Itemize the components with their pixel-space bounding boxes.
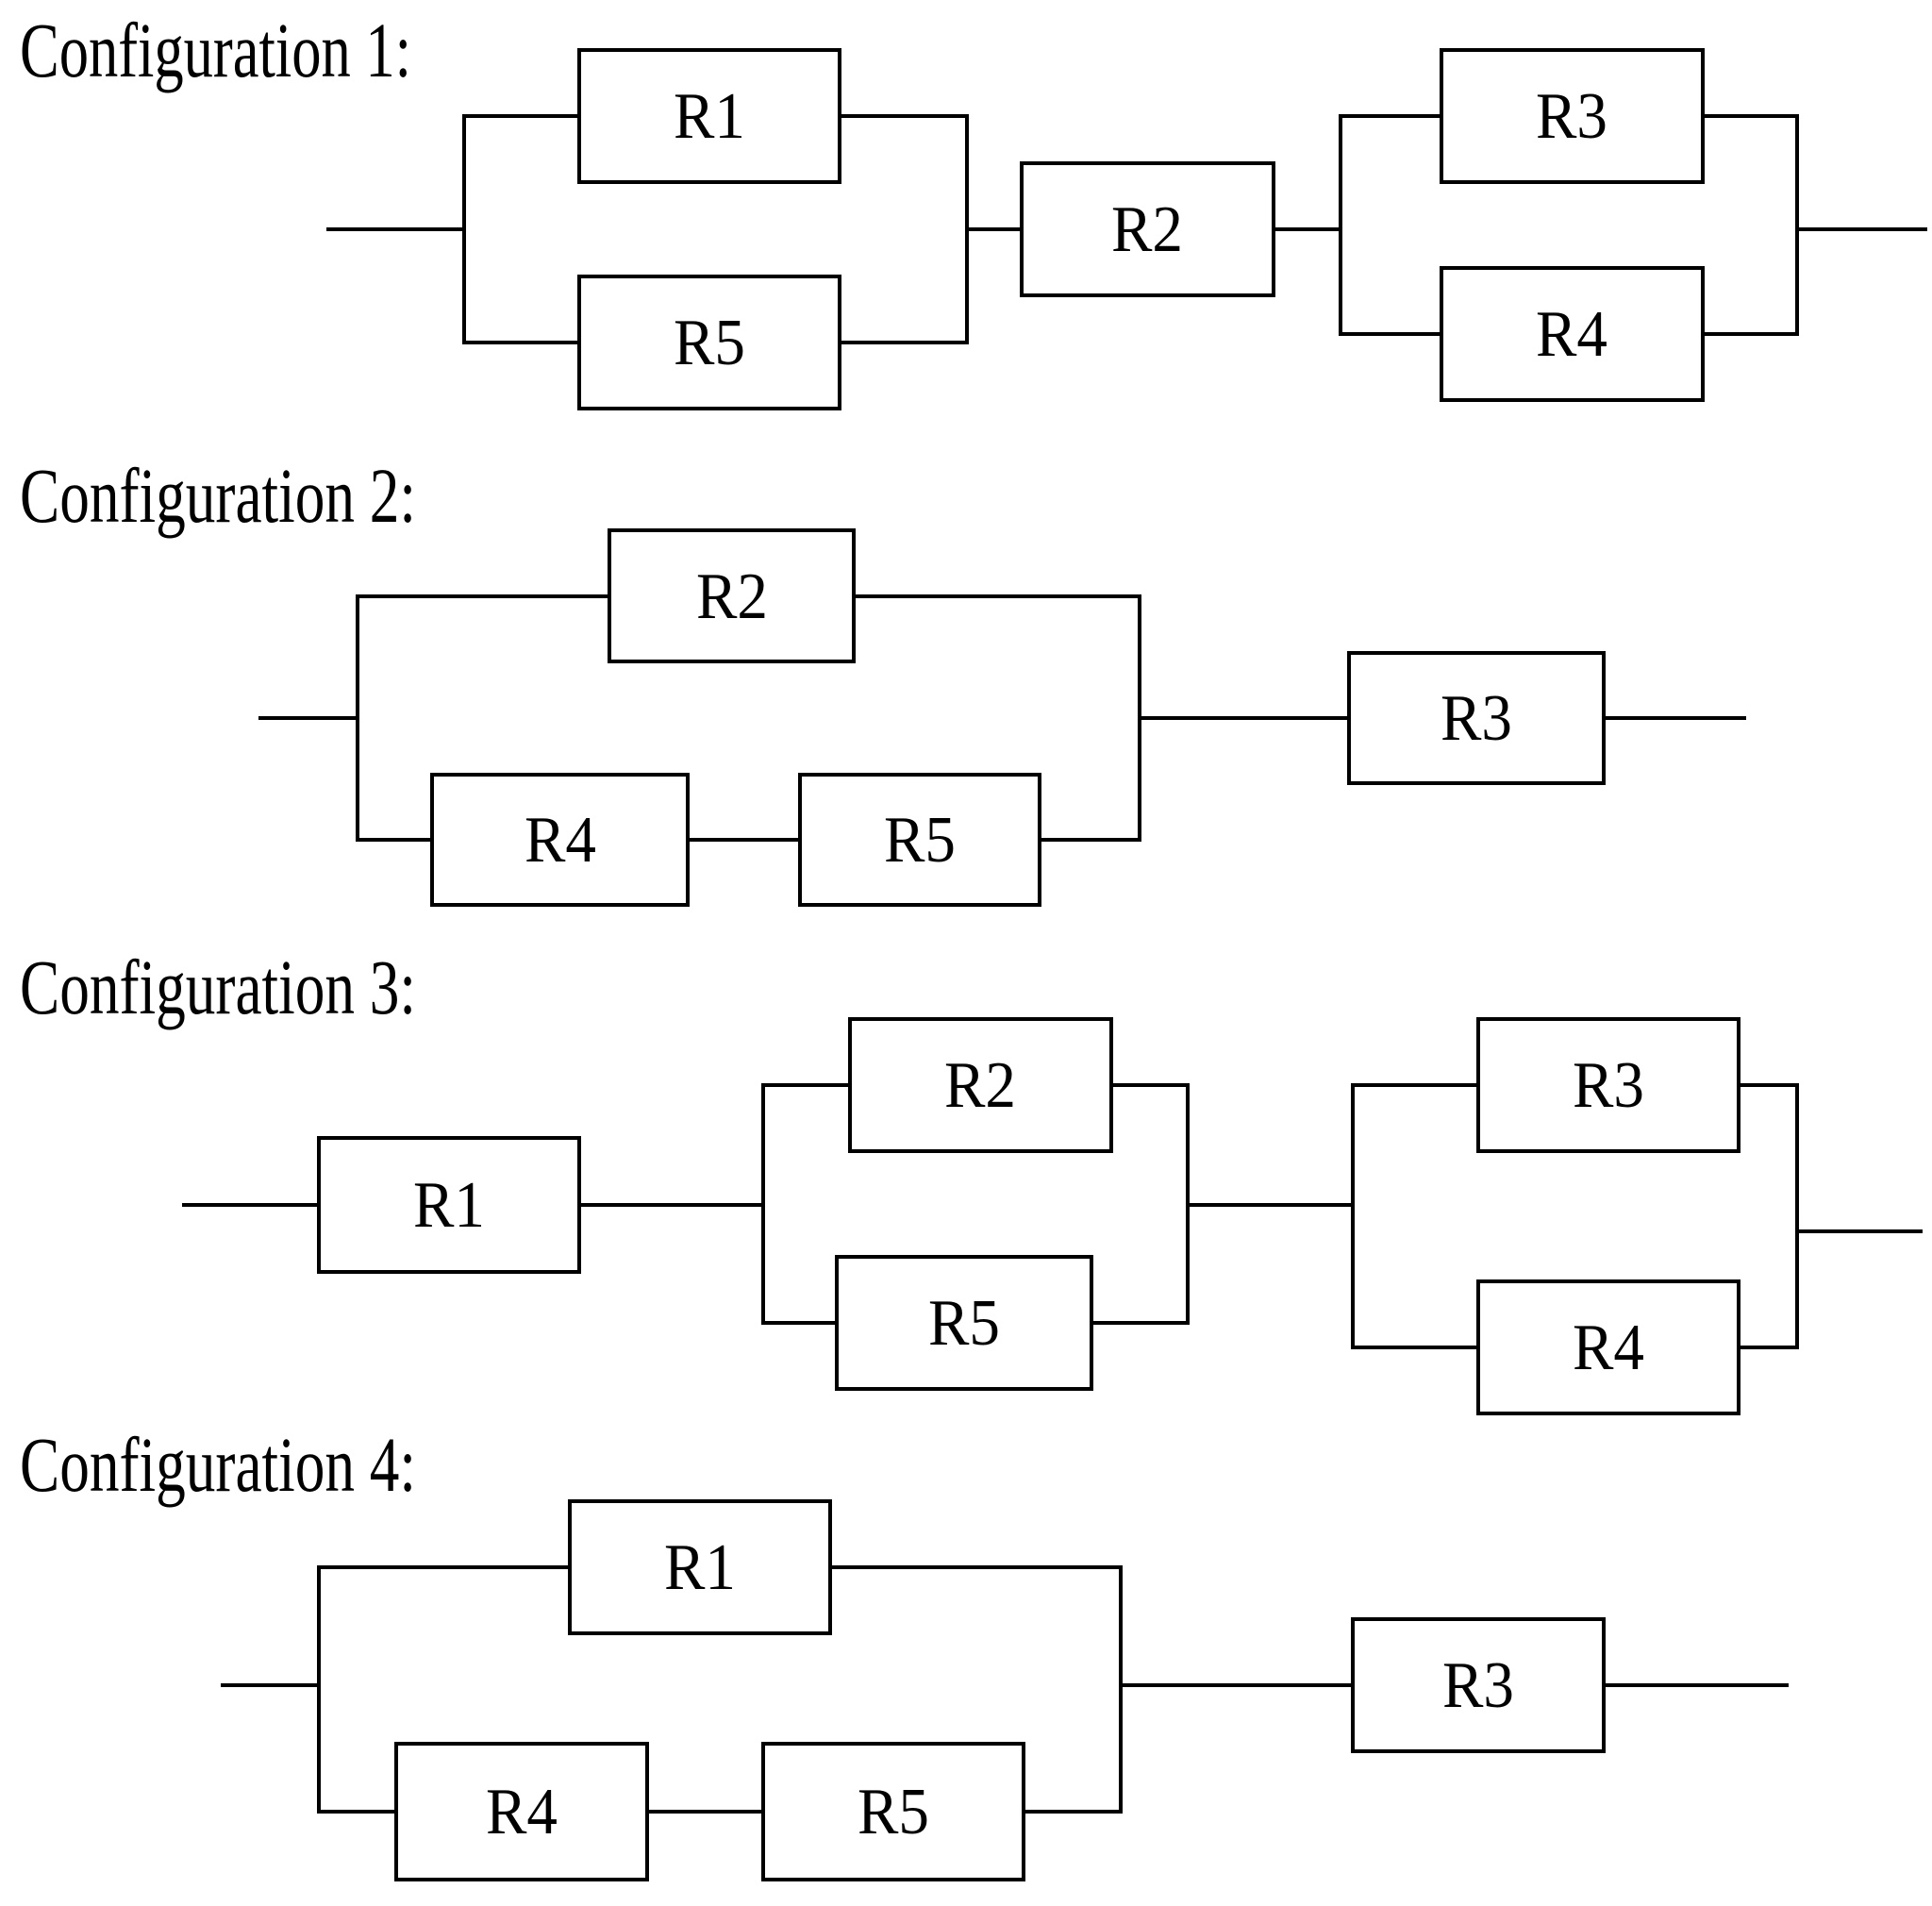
config-2-resistor-r4-label: R4 [525,804,596,877]
config-3-resistor-r4-label: R4 [1573,1312,1644,1384]
config-1-resistor-r4-label: R4 [1536,298,1607,371]
config-2-title: Configuration 2: [20,452,416,539]
config-3-section: Configuration 3: R1 R2 R5 R3 R4 [20,944,1923,1415]
config-4-title: Configuration 4: [20,1421,416,1508]
config-2-resistor-r5-label: R5 [884,804,956,877]
config-3-resistor-r5-label: R5 [928,1287,1000,1360]
config-2-resistor-r3-label: R3 [1441,682,1512,755]
config-4-resistor-r4-label: R4 [486,1776,558,1848]
config-2-resistor-r2-label: R2 [696,560,768,633]
config-3-resistor-r3-label: R3 [1573,1049,1644,1122]
config-4-section: Configuration 4: R1 R4 R5 R3 [20,1421,1789,1881]
config-1-resistor-r1-label: R1 [674,80,745,153]
config-1-section: Configuration 1: R1 R5 R2 R3 R4 [20,7,1927,410]
config-4-resistor-r3-label: R3 [1442,1649,1514,1722]
config-2-section: Configuration 2: R2 R4 R5 R3 [20,452,1746,907]
config-3-resistor-r1-label: R1 [413,1169,485,1242]
config-1-resistor-r2-label: R2 [1111,193,1183,266]
config-3-title: Configuration 3: [20,944,416,1030]
config-1-title: Configuration 1: [20,7,411,93]
config-4-resistor-r1-label: R1 [664,1531,736,1604]
config-4-resistor-r5-label: R5 [858,1776,929,1848]
config-3-resistor-r2-label: R2 [944,1049,1016,1122]
config-1-resistor-r5-label: R5 [674,307,745,379]
config-1-resistor-r3-label: R3 [1536,80,1607,153]
